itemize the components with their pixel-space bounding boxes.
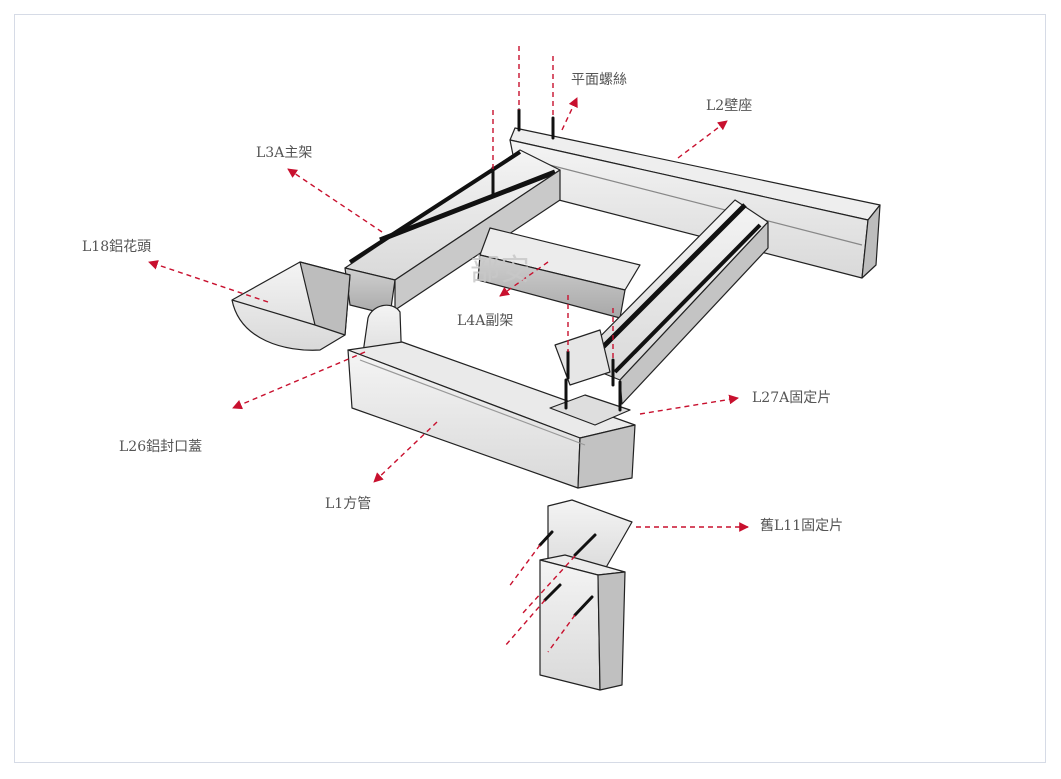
label-old-l11-fixing-plate: 舊L11固定片 [760, 518, 844, 534]
label-l26-aluminum-end-cap: L26鋁封口蓋 [119, 439, 203, 455]
l2-wall-seat-part [509, 127, 881, 279]
label-l27a-fixing-plate: L27A固定片 [752, 390, 832, 406]
post-part [539, 554, 626, 691]
right-rafter-part [554, 199, 769, 405]
label-l2-wall-seat: L2壁座 [706, 98, 753, 114]
label-flat-screw: 平面螺絲 [571, 72, 627, 88]
l1-square-tube-part [347, 341, 636, 489]
l4a-sub-frame-part [477, 227, 641, 319]
label-l4a-sub-frame: L4A副架 [457, 313, 514, 329]
screws [491, 108, 622, 617]
watermark: 部安 [470, 253, 530, 288]
l18-aluminum-cap-part [231, 261, 351, 351]
leader-lines [148, 46, 749, 653]
l27a-fixing-plate-part [549, 394, 631, 426]
label-l1-square-tube: L1方管 [325, 496, 372, 512]
label-l18-aluminum-cap: L18鋁花頭 [82, 239, 152, 255]
label-l3a-main-frame: L3A主架 [256, 145, 313, 161]
